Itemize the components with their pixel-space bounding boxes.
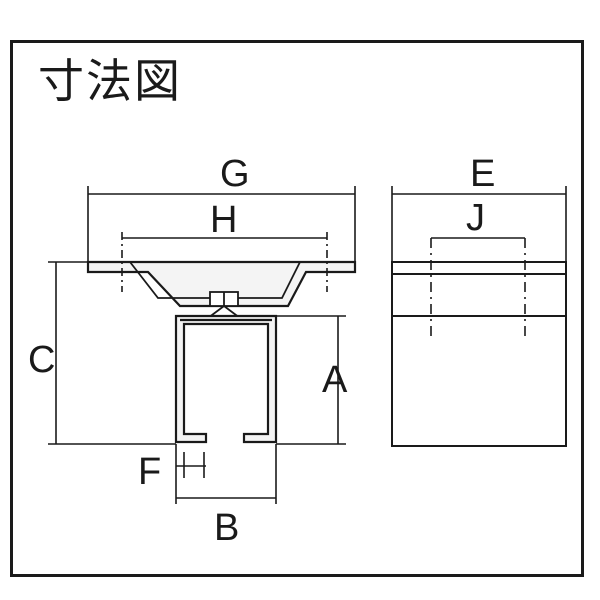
label-a: A	[322, 359, 348, 401]
side-view	[391, 261, 567, 447]
bolt	[205, 291, 243, 319]
label-f: F	[138, 451, 161, 493]
label-b: B	[214, 507, 239, 549]
dimension-f	[176, 452, 206, 478]
dimension-g	[87, 186, 356, 262]
label-e: E	[470, 153, 495, 195]
dimension-h	[121, 232, 328, 292]
label-h: H	[210, 199, 237, 241]
dimension-e	[391, 186, 567, 262]
dimension-c	[48, 261, 176, 445]
rail-channel	[174, 314, 278, 444]
side-view-hole-lines	[430, 238, 526, 340]
dimension-a	[276, 315, 346, 445]
dimension-b	[175, 444, 277, 504]
label-c: C	[28, 339, 55, 381]
label-g: G	[220, 153, 250, 195]
drawing-title: 寸法図	[38, 54, 182, 108]
label-j: J	[466, 197, 485, 239]
